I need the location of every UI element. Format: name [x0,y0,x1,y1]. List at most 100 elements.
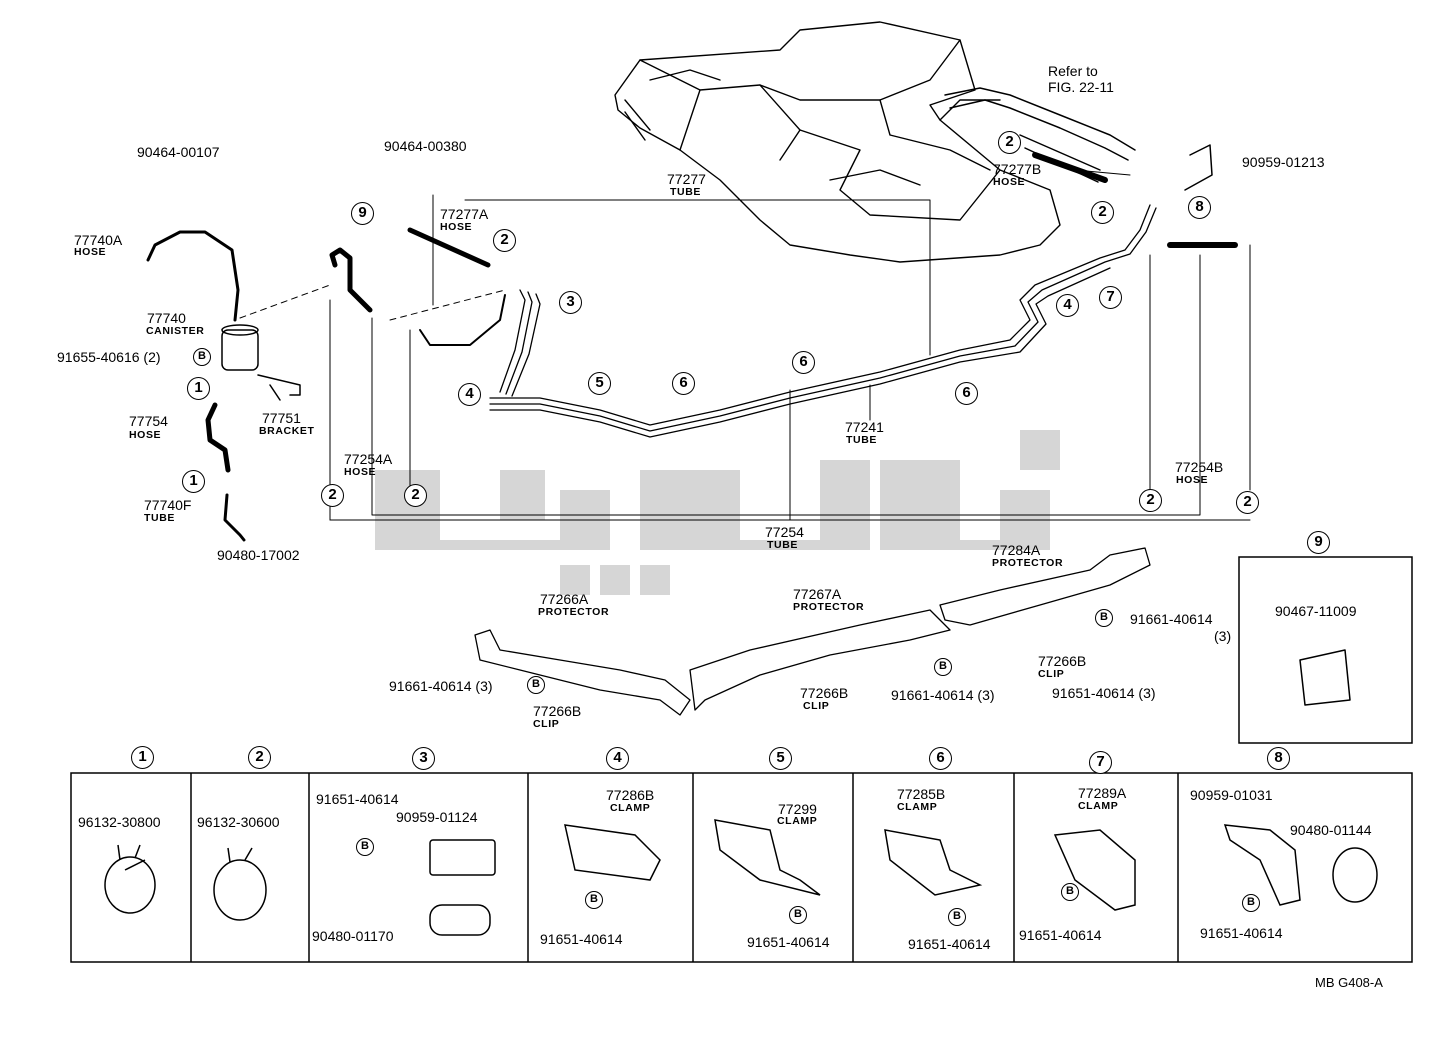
box-2-number: 2 [248,746,271,769]
callout-1: 1 [182,470,205,493]
callout-8: 8 [1267,747,1290,770]
callout-8: 8 [1188,196,1211,219]
box-7-part-a: 77289A [1078,785,1127,801]
part-77751-sub: BRACKET [259,425,315,437]
callout-9: 9 [1307,531,1330,554]
box-3-b-marker: B [356,838,374,856]
box-4-b-marker: B [585,891,603,909]
part-90464-00380: 90464-00380 [384,138,467,154]
box-5-number: 5 [769,747,792,770]
main-fuel-tubes [489,204,1157,438]
callout-2: 2 [1139,489,1162,512]
canister-shape [221,329,259,371]
part-77277B: 77277B [993,161,1042,177]
part-77740A: 77740A [74,232,123,248]
box-7-b-marker: B [1061,883,1079,901]
hose-90959-01213-shape [1184,144,1213,191]
callout-2: 2 [998,131,1021,154]
part-91661-mid: 91661-40614 (3) [891,687,995,703]
refer-note-line1: Refer to [1048,63,1098,79]
part-77740: 77740 [147,310,186,326]
hose-77754-shape [205,402,231,473]
part-77266B-mid: 77266B [800,685,849,701]
hose-77277A-shape [407,227,491,268]
part-91661-left: 91661-40614 (3) [389,678,493,694]
box-6-number: 6 [929,747,952,770]
detail-boxes-frame [70,556,1413,963]
box-8-part-c: 91651-40614 [1200,925,1283,941]
part-77740F-sub: TUBE [144,512,175,524]
watermark-logo [375,430,1060,595]
part-77751: 77751 [262,410,301,426]
refer-note-line2: FIG. 22-11 [1048,79,1114,95]
box-8-b-marker: B [1242,894,1260,912]
fuel-tank [614,21,1061,263]
box-5-b-marker: B [789,906,807,924]
figure-code: MB G408-A [1315,975,1383,990]
callout-2: 2 [493,229,516,252]
box-5-part-b: 91651-40614 [747,934,830,950]
part-77754-sub: HOSE [129,429,162,441]
part-77254A-sub: HOSE [344,466,377,478]
callout-6: 6 [792,351,815,374]
part-90467-11009: 90467-11009 [1275,603,1357,619]
callout-4: 4 [458,383,481,406]
b-marker: B [193,348,211,366]
callout-2: 2 [404,484,427,507]
part-77754: 77754 [129,413,168,429]
box-7-part-a-sub: CLAMP [1078,800,1119,812]
part-77266B-left-sub: CLIP [533,718,560,730]
part-77267A-sub: PROTECTOR [793,601,865,613]
callout-9: 9 [351,202,374,225]
callout-1: 1 [187,377,210,400]
part-77277-sub: TUBE [670,186,701,198]
part-90464-00107: 90464-00107 [137,144,220,160]
part-91655-40616: 91655-40616 (2) [57,349,161,365]
callout-2: 2 [1091,201,1114,224]
part-77266A-sub: PROTECTOR [538,606,610,618]
part-77740A-sub: HOSE [74,246,107,258]
box-3-number: 3 [412,747,435,770]
part-77277B-sub: HOSE [993,176,1026,188]
box-3-part-c: 90480-01170 [312,928,394,944]
filler-hose [944,87,1136,151]
b-marker: B [1095,609,1113,627]
part-77266B-right-sub: CLIP [1038,668,1065,680]
part-91661-right: 91661-40614 [1130,611,1213,627]
box-3-part-b: 90959-01124 [396,809,478,825]
part-77254: 77254 [765,524,804,540]
box-2-part: 96132-30600 [197,814,280,830]
part-77277A-sub: HOSE [440,221,473,233]
box-8-part-b: 90480-01144 [1290,822,1372,838]
callout-6: 6 [672,372,695,395]
part-91661-right-qty: (3) [1214,628,1232,644]
part-77241: 77241 [845,419,884,435]
box-7-part-b: 91651-40614 [1019,927,1102,943]
box-4-part-a-sub: CLAMP [610,802,651,814]
box-8-part-a: 90959-01031 [1190,787,1273,803]
part-77254A: 77254A [344,451,393,467]
b-marker: B [934,658,952,676]
part-77277: 77277 [667,171,706,187]
callout-4: 4 [1056,294,1079,317]
callout-5: 5 [588,372,611,395]
box-4-number: 4 [606,747,629,770]
part-77266B-right: 77266B [1038,653,1087,669]
callout-2: 2 [321,484,344,507]
part-77284A: 77284A [992,542,1041,558]
part-77241-sub: TUBE [846,434,877,446]
box-6-b-marker: B [948,908,966,926]
part-77266A: 77266A [540,591,589,607]
part-91651-mid: 91651-40614 (3) [1052,685,1156,701]
part-77266B-left: 77266B [533,703,582,719]
callout-3: 3 [559,291,582,314]
box-4-part-b: 91651-40614 [540,931,623,947]
box-1-part: 96132-30800 [78,814,161,830]
part-77254-sub: TUBE [767,539,798,551]
part-77266B-mid-sub: CLIP [803,700,830,712]
protectors [474,547,1151,716]
box-7-number: 7 [1089,751,1112,774]
hose-77254A-shape [329,247,373,313]
